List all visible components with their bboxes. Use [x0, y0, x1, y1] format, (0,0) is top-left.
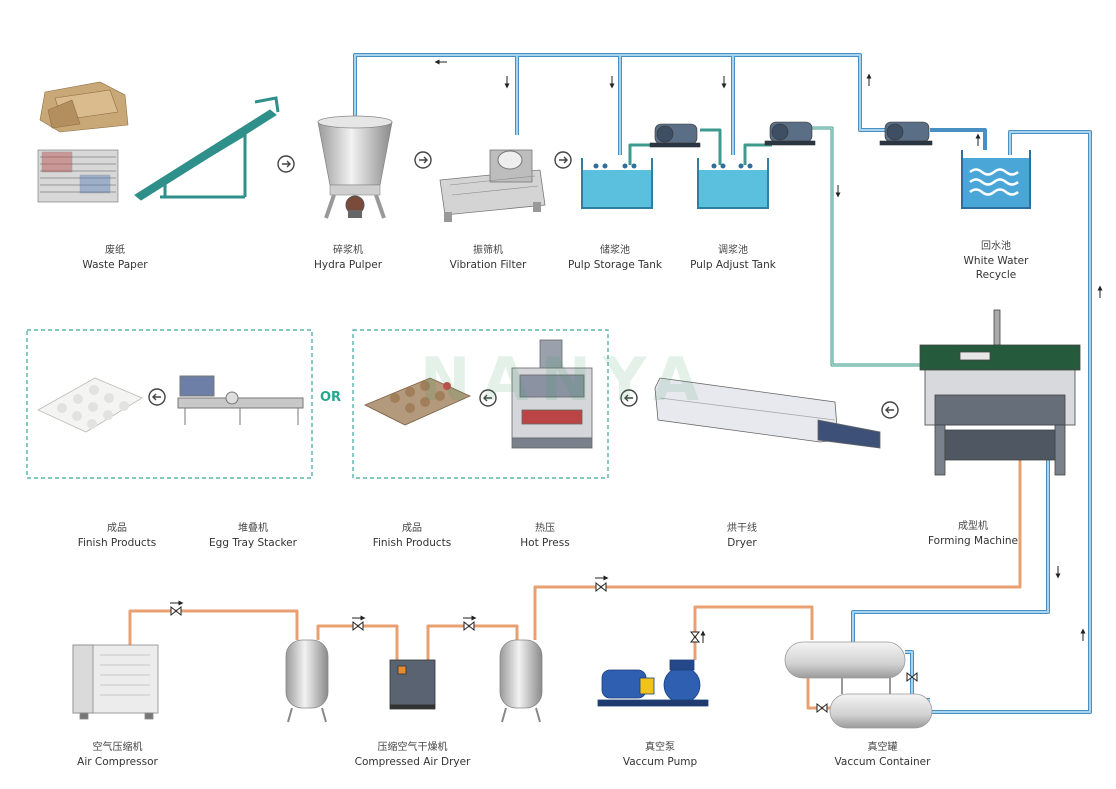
air-compressor-illustration — [72, 644, 159, 720]
pump-3 — [879, 121, 933, 146]
vacuum-pump-illustration — [597, 659, 709, 707]
label-waste-paper-en: Waste Paper — [82, 259, 148, 271]
label-white-water-en2: Recycle — [975, 269, 1017, 281]
dashed-group-boxes — [26, 329, 609, 479]
label-forming-machine-en: Forming Machine — [928, 535, 1018, 547]
label-white-water: 回水池 White Water Recycle — [940, 240, 1052, 282]
label-dryer-en: Dryer — [727, 537, 757, 549]
hot-press-illustration — [511, 339, 593, 449]
label-compressed-air-dryer-cn: 压缩空气干燥机 — [377, 742, 448, 753]
label-waste-paper-cn: 废纸 — [105, 245, 125, 256]
label-egg-tray-stacker-cn: 堆叠机 — [238, 523, 268, 534]
label-finish-products-1: 成品 Finish Products — [62, 522, 172, 550]
label-vacuum-container-cn: 真空罐 — [867, 742, 898, 753]
label-vacuum-pump: 真空泵 Vaccum Pump — [605, 741, 715, 769]
pulp-tanks — [581, 150, 1031, 209]
label-finish-products-2: 成品 Finish Products — [357, 522, 467, 550]
label-white-water-en: White Water — [963, 255, 1029, 267]
label-hot-press: 热压 Hot Press — [495, 522, 595, 550]
brand-watermark: NANYA — [420, 345, 712, 415]
label-vacuum-container: 真空罐 Vaccum Container — [820, 741, 945, 769]
pulp-adjust-tank — [697, 158, 769, 209]
label-air-compressor: 空气压缩机 Air Compressor — [60, 741, 175, 769]
or-label: OR — [320, 390, 342, 405]
label-forming-machine: 成型机 Forming Machine — [918, 520, 1028, 548]
label-finish-products-2-cn: 成品 — [402, 523, 422, 534]
pump-1 — [649, 123, 701, 148]
label-pulp-storage-en: Pulp Storage Tank — [568, 259, 662, 271]
vibration-filter-illustration — [439, 149, 546, 222]
egg-tray-stacker-illustration — [177, 375, 304, 425]
label-pulp-adjust-en: Pulp Adjust Tank — [690, 259, 776, 271]
process-arrows — [148, 151, 899, 419]
waste-paper-illustration — [37, 81, 129, 203]
label-dryer: 烘干线 Dryer — [702, 522, 782, 550]
egg-carton-product-2 — [364, 377, 471, 426]
label-hot-press-en: Hot Press — [520, 537, 570, 549]
label-finish-products-1-en: Finish Products — [77, 537, 157, 549]
compressed-air-dryer-illustration — [389, 659, 436, 710]
air-tank-2 — [499, 639, 543, 723]
pump-2 — [764, 121, 816, 146]
label-pulp-storage-cn: 储浆池 — [600, 245, 630, 256]
air-flow-arrows — [170, 575, 706, 643]
label-white-water-cn: 回水池 — [981, 241, 1011, 252]
label-vibration-filter-en: Vibration Filter — [449, 259, 527, 271]
dryer-illustration — [654, 377, 881, 449]
white-water-tank — [961, 150, 1031, 209]
hydra-pulper-illustration — [317, 115, 393, 219]
label-finish-products-1-cn: 成品 — [107, 523, 127, 534]
chain-conveyor-illustration — [134, 96, 280, 201]
label-forming-machine-cn: 成型机 — [958, 521, 988, 532]
air-tank-1 — [285, 639, 329, 723]
valves — [170, 581, 918, 714]
label-hot-press-cn: 热压 — [535, 523, 555, 534]
egg-tray-product-1 — [37, 377, 143, 433]
forming-machine-illustration — [919, 309, 1081, 476]
label-hydra-pulper-en: Hydra Pulper — [313, 259, 383, 271]
label-pulp-storage: 储浆池 Pulp Storage Tank — [555, 244, 675, 272]
transfer-pumps — [649, 121, 933, 148]
label-compressed-air-dryer-en: Compressed Air Dryer — [354, 756, 471, 768]
label-egg-tray-stacker: 堆叠机 Egg Tray Stacker — [193, 522, 313, 550]
label-air-compressor-cn: 空气压缩机 — [92, 742, 143, 753]
label-pulp-adjust-cn: 调浆池 — [718, 245, 748, 256]
pulp-storage-tank — [581, 158, 653, 209]
label-egg-tray-stacker-en: Egg Tray Stacker — [209, 537, 297, 549]
label-compressed-air-dryer: 压缩空气干燥机 Compressed Air Dryer — [340, 741, 485, 769]
label-vacuum-container-en: Vaccum Container — [834, 756, 931, 768]
vacuum-container-illustration — [784, 641, 933, 729]
label-vibration-filter-cn: 振筛机 — [473, 245, 503, 256]
label-vibration-filter: 振筛机 Vibration Filter — [428, 244, 548, 272]
label-dryer-cn: 烘干线 — [727, 523, 757, 534]
water-pipes — [353, 53, 1092, 714]
label-vacuum-pump-en: Vaccum Pump — [622, 756, 698, 768]
label-hydra-pulper-cn: 碎浆机 — [333, 245, 363, 256]
flow-arrows — [434, 59, 1103, 641]
label-pulp-adjust: 调浆池 Pulp Adjust Tank — [673, 244, 793, 272]
label-air-compressor-en: Air Compressor — [77, 756, 158, 768]
label-finish-products-2-en: Finish Products — [372, 537, 452, 549]
label-hydra-pulper: 碎浆机 Hydra Pulper — [293, 244, 403, 272]
label-waste-paper: 废纸 Waste Paper — [60, 244, 170, 272]
label-vacuum-pump-cn: 真空泵 — [645, 742, 675, 753]
